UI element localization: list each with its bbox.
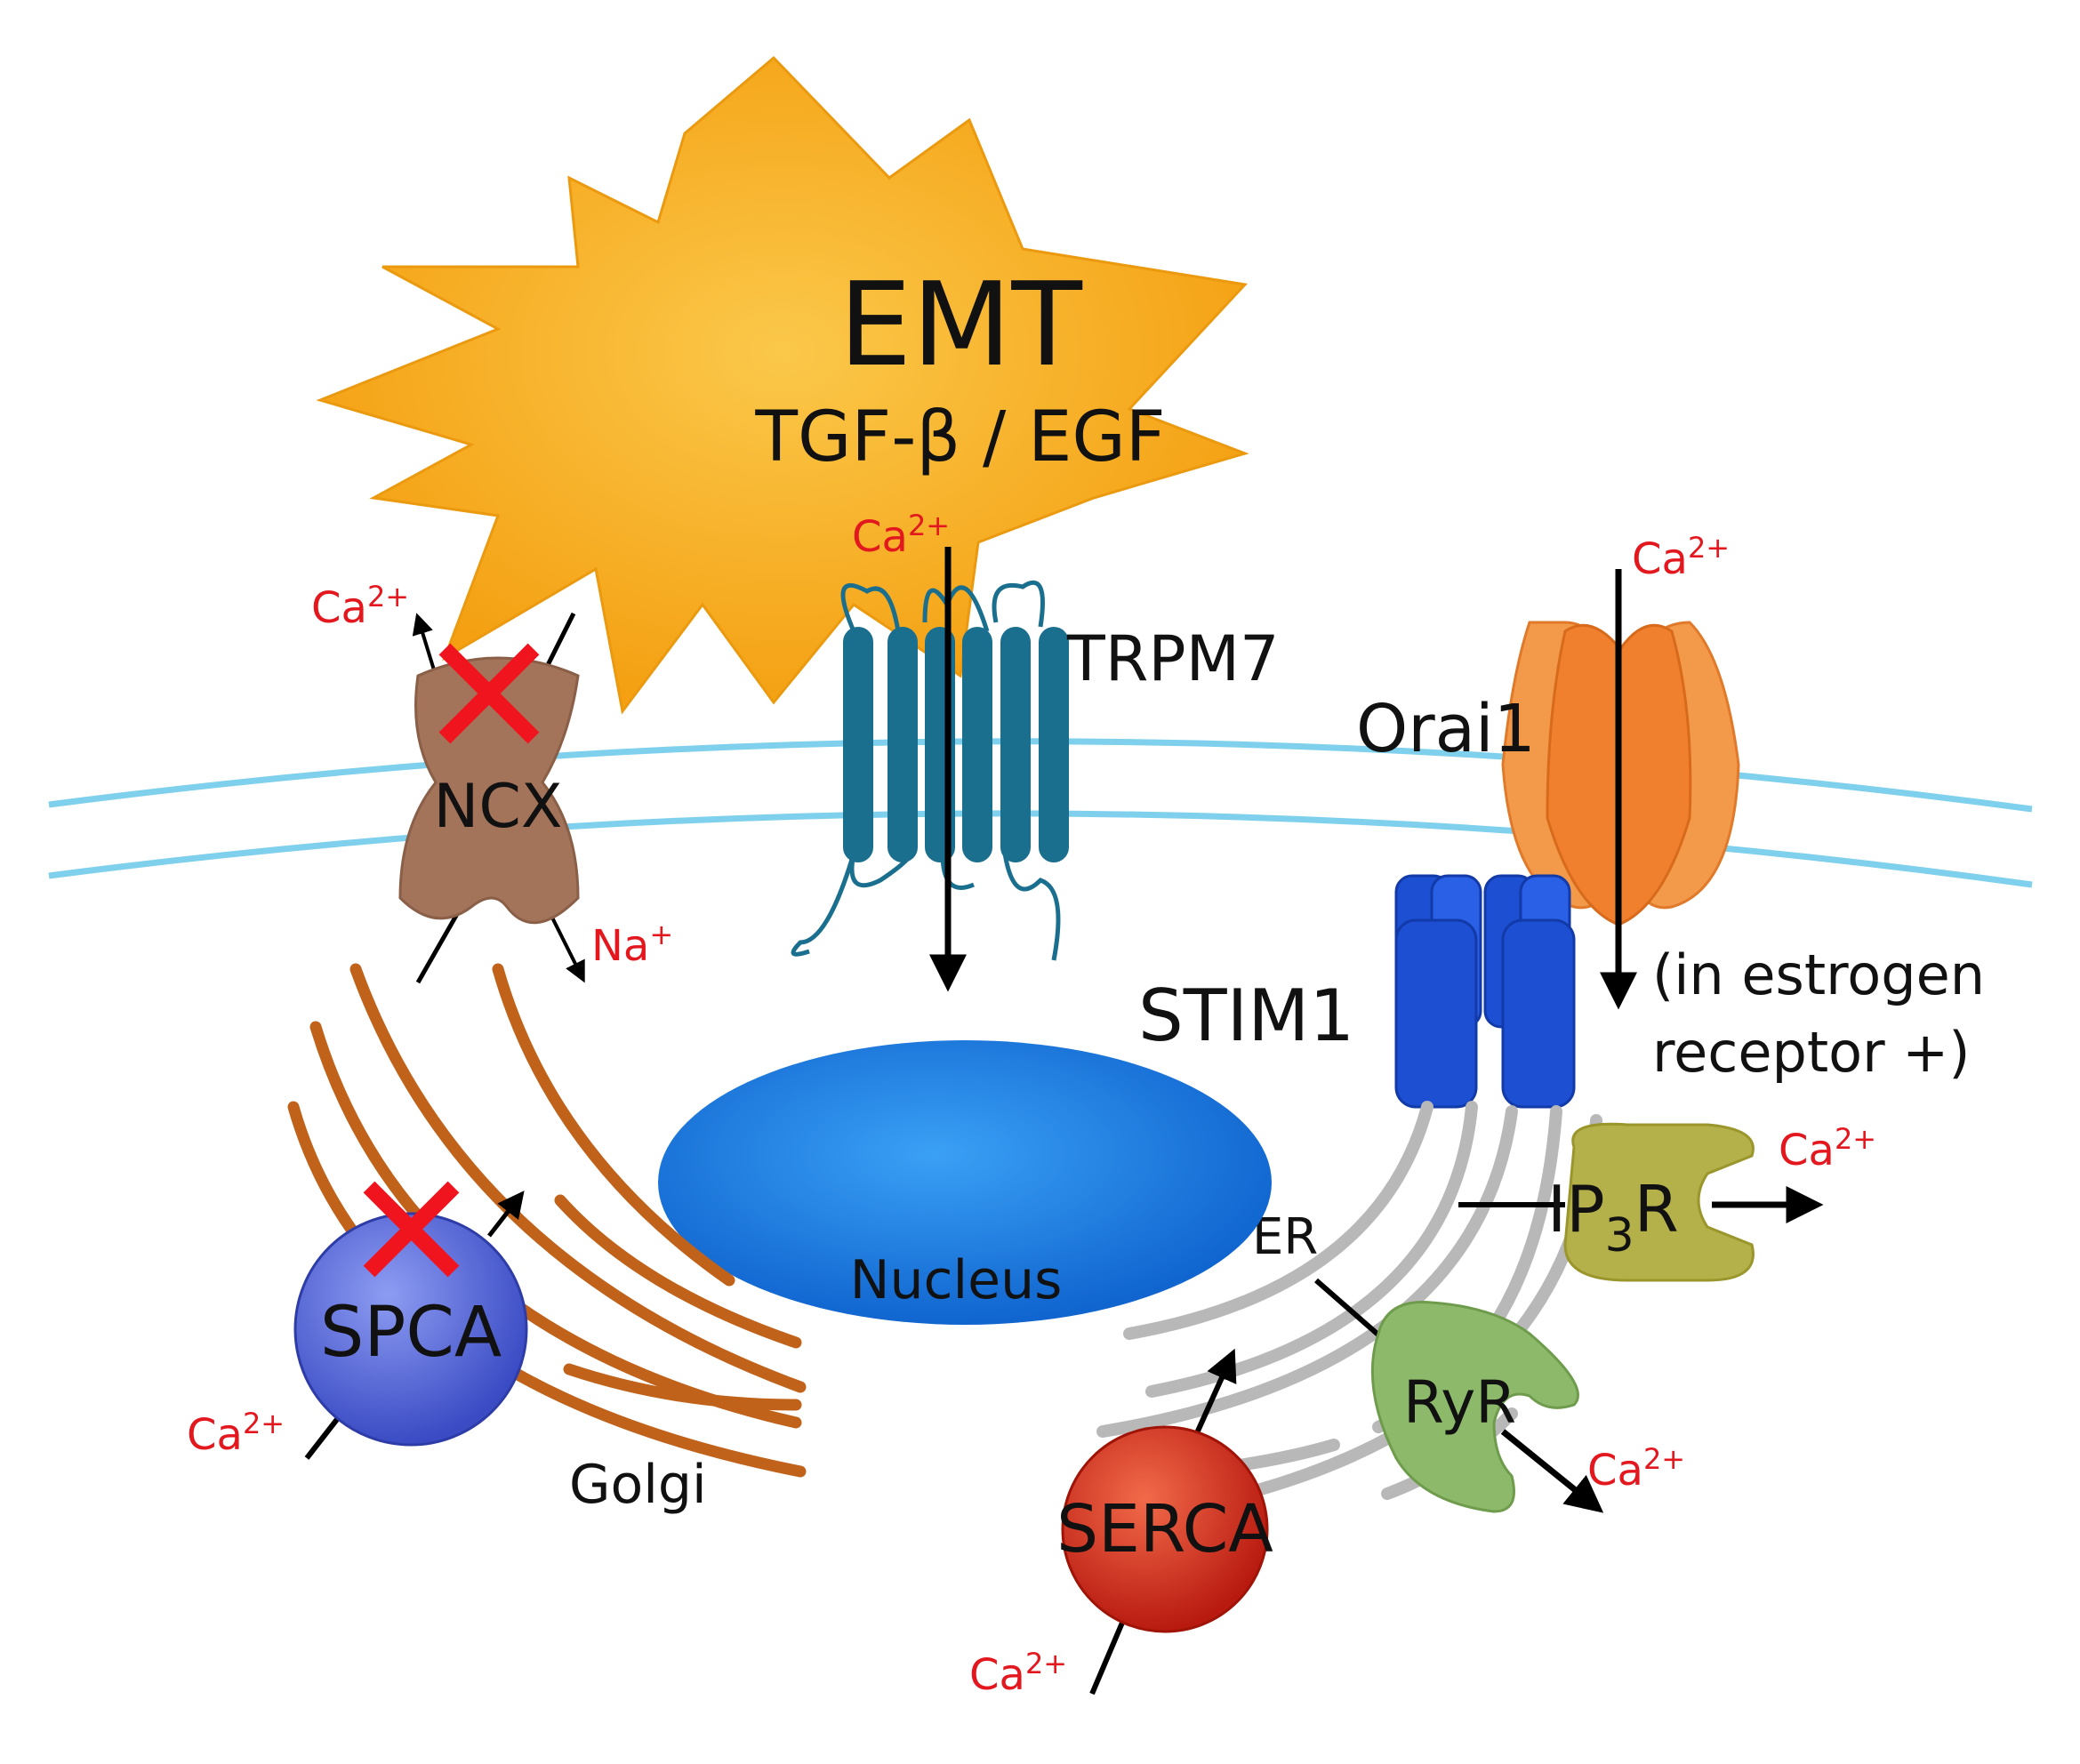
serca-ca-arrow-icon bbox=[1189, 1348, 1237, 1447]
nucleus: Nucleus bbox=[658, 1040, 1272, 1325]
trpm7-ca-label: Ca2+ bbox=[852, 509, 950, 562]
svg-text:Ca2+: Ca2+ bbox=[1632, 531, 1730, 584]
serca-ca-label: Ca2+ bbox=[969, 1647, 1067, 1700]
svg-text:TRPM7: TRPM7 bbox=[1066, 622, 1280, 695]
svg-text:Orai1: Orai1 bbox=[1356, 691, 1536, 767]
svg-text:Ca2+: Ca2+ bbox=[311, 580, 409, 633]
emt-starburst bbox=[316, 55, 1249, 715]
ncx-exchanger: NCX bbox=[398, 612, 585, 984]
svg-text:receptor +): receptor +) bbox=[1652, 1020, 1970, 1085]
trpm7-channel: TRPM7 bbox=[791, 580, 1280, 961]
svg-text:Ca2+: Ca2+ bbox=[1587, 1442, 1685, 1495]
ip3r-receptor: IP3R bbox=[1458, 1122, 1755, 1282]
spca-block-x-icon bbox=[363, 1181, 460, 1278]
svg-text:NCX: NCX bbox=[434, 772, 563, 842]
er-label: ER bbox=[1252, 1208, 1318, 1266]
serca-out-line bbox=[1089, 1621, 1125, 1696]
emt-subtitle: TGF-β / EGF bbox=[754, 397, 1165, 477]
emt-title: EMT bbox=[839, 257, 1082, 392]
orai1-ca-label: Ca2+ bbox=[1632, 531, 1730, 584]
svg-text:Ca2+: Ca2+ bbox=[852, 509, 950, 562]
svg-text:RyR: RyR bbox=[1403, 1368, 1516, 1437]
ip3r-ca-label: Ca2+ bbox=[1779, 1122, 1876, 1175]
spca-ca-label: Ca2+ bbox=[187, 1407, 285, 1460]
ncx-na-label: Na+ bbox=[591, 918, 673, 971]
svg-text:Ca2+: Ca2+ bbox=[969, 1647, 1067, 1700]
ncx-block-x-icon bbox=[438, 643, 540, 744]
serca-pump: SERCA bbox=[1056, 1425, 1273, 1633]
svg-text:(in estrogen: (in estrogen bbox=[1652, 942, 1985, 1007]
estrogen-note: (in estrogen receptor +) bbox=[1652, 942, 1985, 1085]
svg-text:STIM1: STIM1 bbox=[1138, 974, 1354, 1057]
stim1-protein: STIM1 bbox=[1138, 874, 1576, 1109]
svg-text:Na+: Na+ bbox=[591, 918, 673, 971]
ryr-receptor: RyR bbox=[1314, 1278, 1579, 1513]
ryr-ca-arrow-icon bbox=[1500, 1429, 1604, 1513]
svg-text:Ca2+: Ca2+ bbox=[1779, 1122, 1876, 1175]
svg-text:Ca2+: Ca2+ bbox=[187, 1407, 285, 1460]
ncx-ca-label: Ca2+ bbox=[311, 580, 409, 633]
spca-ca-arrow-icon bbox=[487, 1191, 525, 1238]
spca-pump: SPCA bbox=[293, 1212, 528, 1447]
ryr-ca-label: Ca2+ bbox=[1587, 1442, 1685, 1495]
golgi-label: Golgi bbox=[569, 1454, 707, 1516]
svg-text:SERCA: SERCA bbox=[1056, 1491, 1273, 1568]
svg-text:SPCA: SPCA bbox=[320, 1293, 502, 1373]
spca-in-line bbox=[304, 1416, 341, 1460]
svg-text:Nucleus: Nucleus bbox=[850, 1249, 1063, 1311]
svg-text:EMT: EMT bbox=[839, 257, 1082, 392]
svg-text:IP3R: IP3R bbox=[1547, 1172, 1679, 1263]
